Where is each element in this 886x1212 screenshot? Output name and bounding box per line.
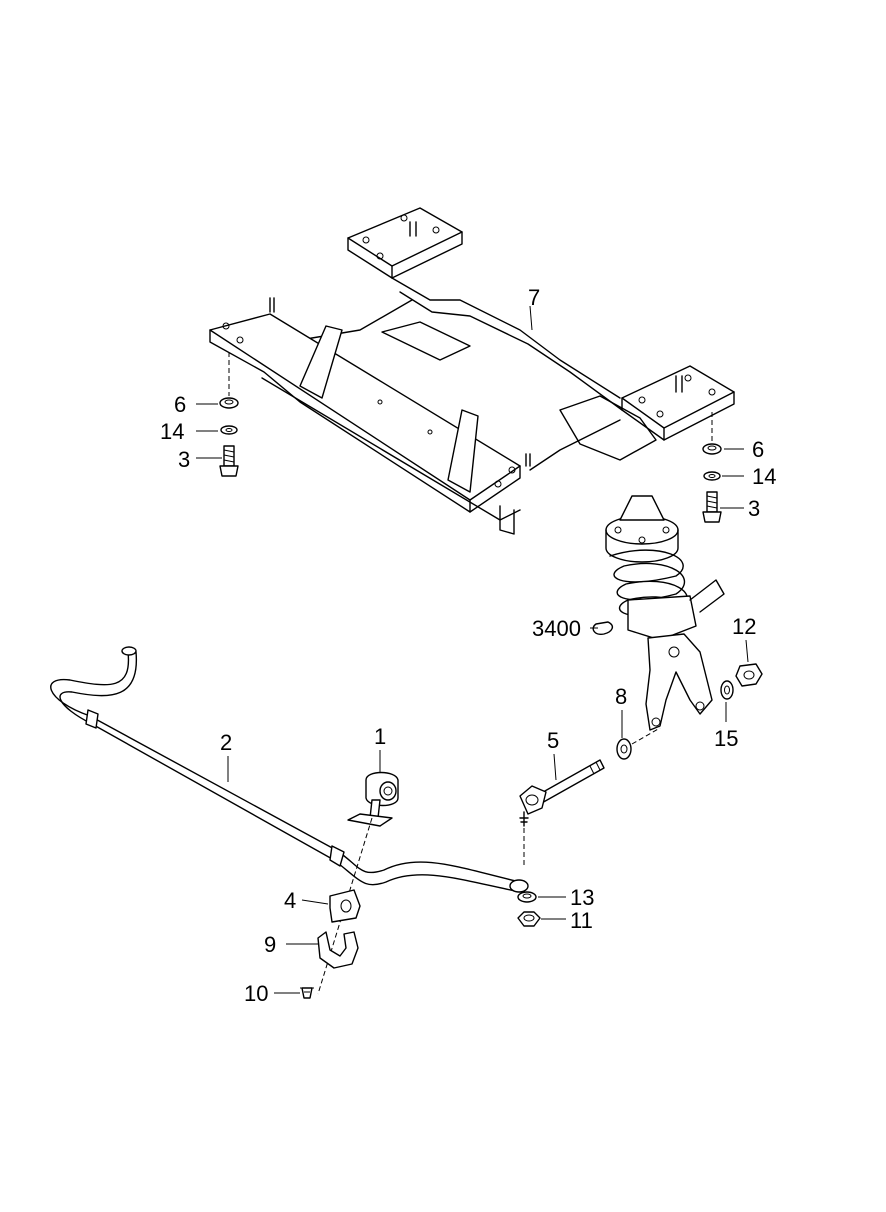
leader-lines [196, 305, 749, 994]
stabilizer-bar [50, 646, 529, 893]
callout-5: 5 [547, 728, 559, 753]
callout-3-left: 3 [178, 447, 190, 472]
callout-14-left: 14 [160, 419, 184, 444]
callout-15: 15 [714, 726, 738, 751]
callout-6-left: 6 [174, 392, 186, 417]
left-mount-hardware [219, 352, 239, 477]
callout-8: 8 [615, 684, 627, 709]
callout-3-right: 3 [748, 496, 760, 521]
strut-assembly [592, 495, 725, 731]
callout-1: 1 [374, 724, 386, 749]
callout-10: 10 [244, 981, 268, 1006]
callout-labels: 7 6 14 3 6 14 3 3400 12 8 15 5 1 2 4 9 1… [160, 285, 776, 1006]
callout-14-right: 14 [752, 464, 776, 489]
callout-7: 7 [528, 285, 540, 310]
callout-2: 2 [220, 730, 232, 755]
callout-11: 11 [570, 908, 593, 933]
callout-13: 13 [570, 885, 594, 910]
callout-4: 4 [284, 888, 296, 913]
callout-12: 12 [732, 614, 756, 639]
callout-6-right: 6 [752, 437, 764, 462]
knuckle-hardware [616, 663, 763, 760]
stabilizer-link [519, 759, 605, 868]
callout-3400: 3400 [532, 616, 581, 641]
bushing-clamp [300, 889, 361, 999]
link-nut-washer [517, 891, 541, 927]
crossmember-subframe [209, 207, 735, 535]
callout-9: 9 [264, 932, 276, 957]
right-mount-hardware [702, 412, 722, 523]
